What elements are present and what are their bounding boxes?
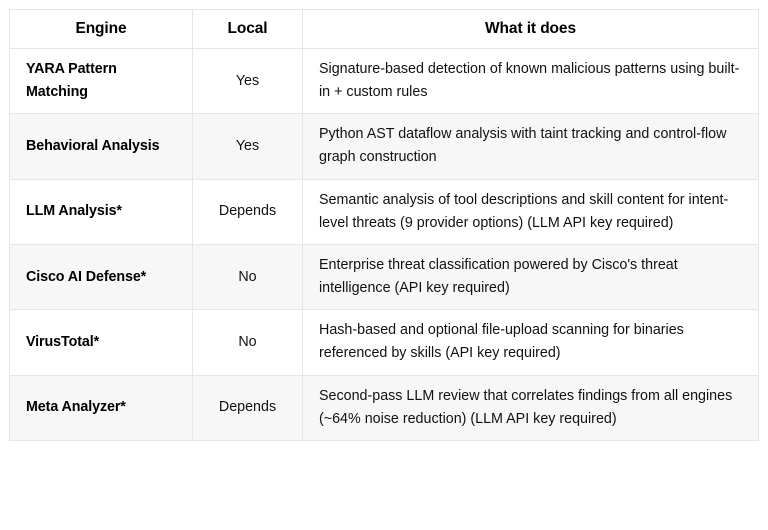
cell-local-value: Yes bbox=[192, 47, 303, 115]
table-row: VirusTotal* No Hash-based and optional f… bbox=[9, 309, 759, 376]
cell-local-value: Depends bbox=[192, 178, 303, 245]
cell-local-value: No bbox=[192, 309, 303, 376]
cell-local-value: Yes bbox=[192, 113, 303, 180]
cell-local-value: No bbox=[192, 243, 303, 311]
table-row: Behavioral Analysis Yes Python AST dataf… bbox=[9, 113, 759, 180]
cell-description: Semantic analysis of tool descriptions a… bbox=[302, 178, 759, 245]
cell-engine-name: Meta Analyzer* bbox=[9, 374, 193, 441]
table-row: LLM Analysis* Depends Semantic analysis … bbox=[9, 178, 759, 245]
cell-description: Signature-based detection of known malic… bbox=[302, 47, 759, 115]
cell-local-value: Depends bbox=[192, 374, 303, 441]
cell-engine-name: VirusTotal* bbox=[9, 309, 193, 376]
column-header-what-it-does: What it does bbox=[302, 9, 759, 49]
table-body: YARA Pattern Matching Yes Signature-base… bbox=[9, 47, 759, 441]
column-header-local: Local bbox=[192, 9, 303, 49]
table-header-row: Engine Local What it does bbox=[9, 9, 759, 49]
table-row: Meta Analyzer* Depends Second-pass LLM r… bbox=[9, 374, 759, 441]
cell-description: Enterprise threat classification powered… bbox=[302, 243, 759, 311]
cell-engine-name: LLM Analysis* bbox=[9, 178, 193, 245]
security-engines-table: Engine Local What it does YARA Pattern M… bbox=[9, 9, 759, 441]
cell-description: Second-pass LLM review that correlates f… bbox=[302, 374, 759, 441]
table-row: YARA Pattern Matching Yes Signature-base… bbox=[9, 47, 759, 115]
cell-engine-name: YARA Pattern Matching bbox=[9, 47, 193, 115]
table-row: Cisco AI Defense* No Enterprise threat c… bbox=[9, 243, 759, 311]
table-header: Engine Local What it does bbox=[9, 9, 759, 49]
column-header-engine: Engine bbox=[9, 9, 193, 49]
cell-description: Python AST dataflow analysis with taint … bbox=[302, 113, 759, 180]
cell-engine-name: Behavioral Analysis bbox=[9, 113, 193, 180]
cell-engine-name: Cisco AI Defense* bbox=[9, 243, 193, 311]
cell-description: Hash-based and optional file-upload scan… bbox=[302, 309, 759, 376]
